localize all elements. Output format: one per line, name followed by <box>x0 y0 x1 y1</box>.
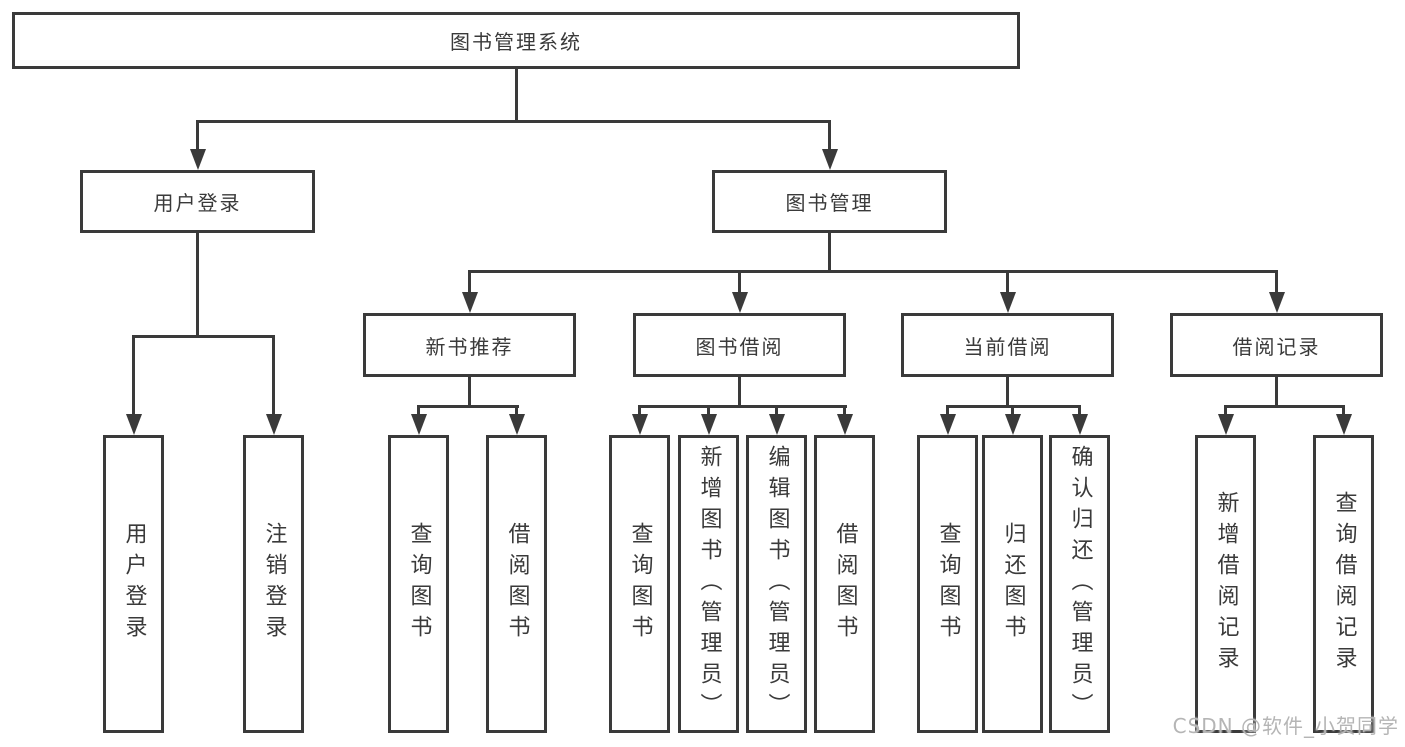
leaf-logout-label: 注销登录 <box>261 522 287 646</box>
connector-line <box>132 335 135 415</box>
leaf-edit-book-admin: 编辑图书（管理员） <box>746 435 807 733</box>
connector-line <box>514 69 518 123</box>
leaf-query-books-recommend: 查询图书 <box>388 435 449 733</box>
connector-line <box>828 120 831 150</box>
leaf-user-login-label: 用户登录 <box>121 522 147 646</box>
connector-line <box>707 405 710 415</box>
leaf-query-books-borrow: 查询图书 <box>609 435 670 733</box>
arrowhead-icon <box>1004 414 1021 435</box>
connector-line <box>1275 270 1278 293</box>
connector-line <box>196 120 831 123</box>
arrowhead-icon <box>821 149 838 170</box>
connector-line <box>1275 377 1278 407</box>
leaf-add-borrow-record: 新增借阅记录 <box>1195 435 1256 733</box>
node-current-borrow: 当前借阅 <box>901 313 1114 377</box>
arrowhead-icon <box>265 414 282 435</box>
arrowhead-icon <box>939 414 956 435</box>
connector-line <box>1078 405 1081 415</box>
connector-line <box>1224 405 1345 408</box>
node-new-book-recommend-label: 新书推荐 <box>425 334 514 359</box>
arrowhead-icon <box>768 414 785 435</box>
connector-line <box>828 233 831 272</box>
node-book-management: 图书管理 <box>712 170 947 233</box>
connector-line <box>1006 270 1009 293</box>
leaf-borrow-books-recommend-label: 借阅图书 <box>504 522 530 646</box>
node-user-login: 用户登录 <box>80 170 315 233</box>
arrowhead-icon <box>410 414 427 435</box>
arrowhead-icon <box>836 414 853 435</box>
connector-line <box>638 405 847 408</box>
connector-line <box>196 120 199 150</box>
connector-line <box>638 405 641 415</box>
leaf-return-book-label: 归还图书 <box>1000 522 1026 646</box>
connector-line <box>417 405 519 408</box>
leaf-query-borrow-record: 查询借阅记录 <box>1313 435 1374 733</box>
node-borrow-records-label: 借阅记录 <box>1232 334 1321 359</box>
arrowhead-icon <box>1335 414 1352 435</box>
node-borrow-records: 借阅记录 <box>1170 313 1383 377</box>
arrowhead-icon <box>125 414 142 435</box>
leaf-borrow-books: 借阅图书 <box>814 435 875 733</box>
connector-line <box>843 405 846 415</box>
connector-line <box>417 405 420 415</box>
leaf-user-login: 用户登录 <box>103 435 164 733</box>
connector-line <box>946 405 949 415</box>
leaf-query-books-recommend-label: 查询图书 <box>406 522 432 646</box>
connector-line <box>1224 405 1227 415</box>
leaf-borrow-books-recommend: 借阅图书 <box>486 435 547 733</box>
connector-line <box>1342 405 1345 415</box>
leaf-confirm-return-admin-label: 确认归还（管理员） <box>1067 444 1093 724</box>
arrowhead-icon <box>508 414 525 435</box>
node-current-borrow-label: 当前借阅 <box>963 334 1052 359</box>
node-library-system: 图书管理系统 <box>12 12 1020 69</box>
leaf-edit-book-admin-label: 编辑图书（管理员） <box>764 444 790 724</box>
node-library-system-label: 图书管理系统 <box>450 30 582 54</box>
leaf-add-borrow-record-label: 新增借阅记录 <box>1213 491 1239 677</box>
arrowhead-icon <box>631 414 648 435</box>
connector-line <box>738 270 741 293</box>
arrowhead-icon <box>1268 292 1285 313</box>
connector-line <box>468 270 1278 273</box>
arrowhead-icon <box>189 149 206 170</box>
connector-line <box>272 335 275 415</box>
arrowhead-icon <box>731 292 748 313</box>
leaf-query-books-current-label: 查询图书 <box>935 522 961 646</box>
leaf-return-book: 归还图书 <box>982 435 1043 733</box>
node-book-management-label: 图书管理 <box>785 191 874 215</box>
connector-line <box>515 405 518 415</box>
leaf-confirm-return-admin: 确认归还（管理员） <box>1049 435 1110 733</box>
watermark: CSDN @软件_小贺同学 <box>1172 714 1399 738</box>
connector-line <box>775 405 778 415</box>
connector-line <box>132 335 275 338</box>
node-book-borrow: 图书借阅 <box>633 313 846 377</box>
arrowhead-icon <box>461 292 478 313</box>
node-new-book-recommend: 新书推荐 <box>363 313 576 377</box>
arrowhead-icon <box>1217 414 1234 435</box>
leaf-add-book-admin: 新增图书（管理员） <box>678 435 739 733</box>
leaf-add-book-admin-label: 新增图书（管理员） <box>696 444 722 724</box>
leaf-borrow-books-label: 借阅图书 <box>832 522 858 646</box>
node-book-borrow-label: 图书借阅 <box>695 334 784 359</box>
leaf-logout: 注销登录 <box>243 435 304 733</box>
connector-line <box>1011 405 1014 415</box>
arrowhead-icon <box>700 414 717 435</box>
connector-line <box>196 233 199 336</box>
node-user-login-label: 用户登录 <box>153 191 242 215</box>
connector-line <box>468 270 471 293</box>
connector-line <box>738 377 741 407</box>
connector-line <box>468 377 471 407</box>
connector-line <box>1006 377 1009 407</box>
leaf-query-borrow-record-label: 查询借阅记录 <box>1331 491 1357 677</box>
arrowhead-icon <box>999 292 1016 313</box>
leaf-query-books-borrow-label: 查询图书 <box>627 522 653 646</box>
arrowhead-icon <box>1071 414 1088 435</box>
leaf-query-books-current: 查询图书 <box>917 435 978 733</box>
